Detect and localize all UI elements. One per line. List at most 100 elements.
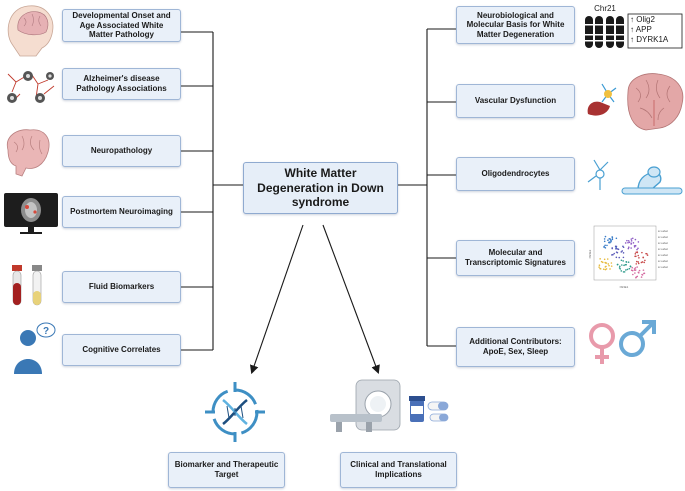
- node-label: Alzheimer's disease Pathology Associatio…: [76, 74, 167, 93]
- tsne-dot: [622, 252, 625, 254]
- tsne-dot: [603, 246, 605, 248]
- tsne-dot: [626, 239, 628, 242]
- tsne-dot: [627, 241, 629, 244]
- tsne-dot: [616, 251, 619, 254]
- tsne-dot: [631, 266, 634, 269]
- tsne-dot: [638, 269, 641, 272]
- node-vascular-dysfunction: Vascular Dysfunction: [456, 84, 575, 118]
- tsne-dot: [610, 241, 612, 243]
- tsne-dot: [642, 269, 645, 271]
- tsne-dot: [635, 260, 638, 263]
- node-molecular-transcriptomic: Molecular and Transcriptomic Signatures: [456, 240, 575, 276]
- tsne-dot: [637, 247, 639, 250]
- node-fluid-biomarkers: Fluid Biomarkers: [62, 271, 181, 303]
- tsne-dot: [603, 240, 606, 243]
- tsne-dot: [636, 248, 638, 251]
- node-label: Biomarker and Therapeutic Target: [174, 460, 279, 479]
- tsne-dot: [637, 241, 640, 243]
- tsne-dot: [603, 258, 606, 261]
- tsne-dot: [608, 237, 611, 240]
- tsne-dot: [631, 237, 634, 240]
- node-label: Cognitive Correlates: [82, 345, 161, 355]
- node-additional-contributors: Additional Contributors: ApoE, Sex, Slee…: [456, 327, 575, 367]
- svg-text:tSNE1: tSNE1: [620, 285, 629, 289]
- node-label: Clinical and Translational Implications: [350, 460, 447, 479]
- tsne-dot: [611, 237, 614, 239]
- tsne-dot: [629, 265, 632, 267]
- arrow-to-biomarker: [250, 224, 304, 375]
- node-label: Neuropathology: [90, 146, 153, 156]
- tsne-dot: [643, 261, 646, 264]
- tsne-dot: [608, 241, 610, 244]
- node-label: Fluid Biomarkers: [88, 282, 155, 292]
- node-label: Neurobiological and Molecular Basis for …: [466, 10, 565, 39]
- tsne-dot: [619, 265, 621, 268]
- svg-text:● Label: ● Label: [658, 235, 668, 239]
- tsne-dot: [625, 261, 628, 263]
- tsne-dot: [604, 247, 607, 249]
- tsne-dot: [611, 238, 614, 241]
- person-question-icon: ?: [14, 322, 56, 374]
- tsne-dot: [634, 267, 637, 269]
- tsne-dot: [645, 252, 647, 255]
- tsne-dot: [630, 238, 633, 240]
- tsne-dot: [615, 245, 618, 248]
- node-cognitive-correlates: Cognitive Correlates: [62, 334, 181, 366]
- node-oligodendrocytes: Oligodendrocytes: [456, 157, 575, 191]
- tsne-dot: [613, 252, 616, 255]
- tsne-dot: [646, 254, 649, 256]
- tsne-dot: [621, 250, 624, 252]
- tsne-dot: [619, 268, 622, 270]
- blood-tubes-icon: [12, 265, 42, 306]
- tsne-dot: [627, 261, 630, 263]
- tsne-dot: [615, 237, 618, 240]
- tsne-dot: [630, 247, 632, 249]
- tsne-dot: [628, 241, 631, 244]
- center-topic-label: White Matter Degeneration in Down syndro…: [257, 166, 384, 210]
- mri-scanner-pills-icon: [330, 379, 449, 432]
- tsne-dot: [623, 264, 625, 267]
- tsne-dot: [628, 267, 631, 270]
- tsne-dot: [644, 259, 646, 262]
- tsne-dot: [616, 263, 619, 266]
- gene-list: ↑ Olig2 ↑ APP ↑ DYRK1A: [630, 15, 682, 45]
- tsne-dot: [607, 239, 609, 242]
- chromosome-icon: Chr21: [585, 4, 683, 49]
- tsne-dot: [604, 244, 606, 247]
- dna-target-icon: [205, 382, 265, 442]
- node-alzheimers-pathology: Alzheimer's disease Pathology Associatio…: [62, 68, 181, 100]
- tsne-dot: [620, 259, 623, 262]
- tsne-dot: [636, 266, 638, 268]
- tsne-dot: [627, 246, 630, 248]
- tsne-plot-icon: ● Label ● Label ● Label ● Label ● Label …: [588, 225, 668, 289]
- tsne-dot: [632, 242, 635, 244]
- tsne-dot: [605, 262, 608, 264]
- tsne-dot: [638, 257, 640, 259]
- tsne-dot: [640, 276, 643, 278]
- tsne-dot: [606, 258, 609, 260]
- tsne-dot: [598, 264, 601, 267]
- tsne-dot: [641, 261, 644, 263]
- tsne-dot: [622, 245, 624, 248]
- tsne-dot: [598, 266, 600, 268]
- sex-symbols-icon: [589, 320, 656, 364]
- tsne-dot: [620, 270, 623, 272]
- tsne-dot: [621, 264, 623, 266]
- tsne-dot: [612, 253, 614, 256]
- tsne-dot: [617, 248, 620, 251]
- tsne-dot: [600, 260, 603, 263]
- gene-row-app: ↑ APP: [630, 25, 682, 35]
- tsne-dot: [606, 244, 608, 247]
- tsne-dot: [608, 264, 610, 267]
- tsne-dot: [635, 255, 637, 258]
- tsne-dot: [634, 253, 637, 255]
- gene-olig2: Olig2: [636, 15, 655, 24]
- tsne-dot: [611, 247, 614, 250]
- tsne-dot: [641, 251, 643, 254]
- tsne-dot: [637, 261, 640, 263]
- tsne-dot: [607, 263, 610, 265]
- tsne-dot: [630, 240, 633, 242]
- svg-text:tSNE2: tSNE2: [588, 249, 592, 258]
